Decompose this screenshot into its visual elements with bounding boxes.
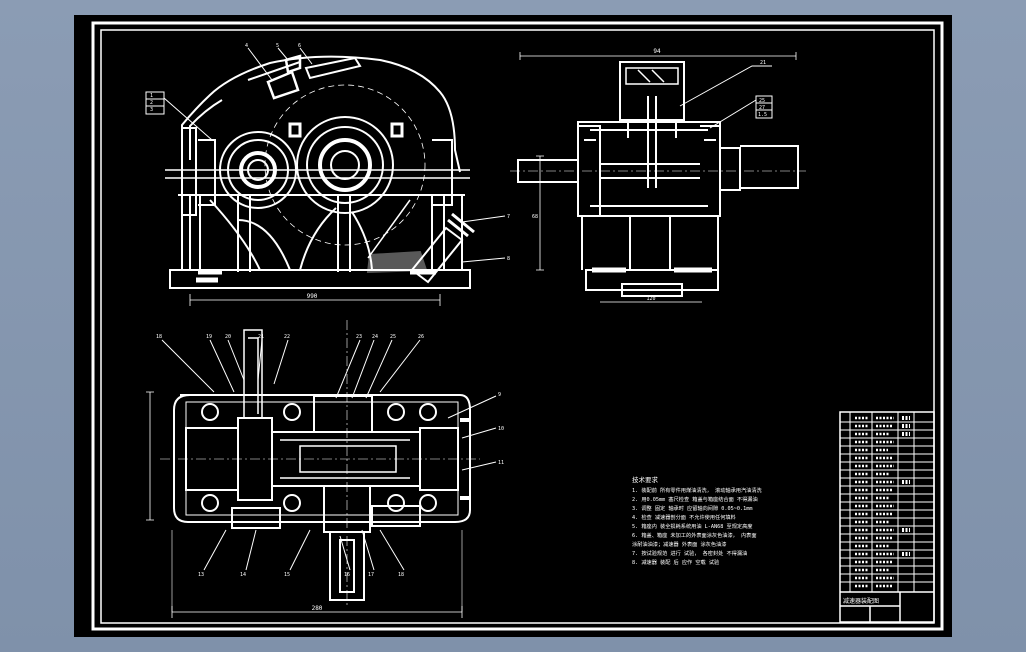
side-callout-1-5: 1.5 (758, 112, 767, 118)
side-view (510, 52, 806, 303)
notes-title: 技术要求 (632, 475, 659, 484)
svg-text:8. 减速器 装配 后 应作 空载 试验: 8. 减速器 装配 后 应作 空载 试验 (632, 558, 720, 566)
svg-text:13: 13 (198, 572, 204, 578)
side-height-dim: 68 (532, 214, 538, 220)
plan-view-callouts (161, 339, 497, 571)
svg-text:6. 箱盖、箱座 未加工的外表面涂灰色油漆， 内表面: 6. 箱盖、箱座 未加工的外表面涂灰色油漆， 内表面 (632, 531, 757, 539)
svg-text:3. 调整 固定 轴承时 应留轴向间隙 0.05~0.1mm: 3. 调整 固定 轴承时 应留轴向间隙 0.05~0.1mm (632, 504, 753, 512)
callout-6: 6 (298, 43, 301, 49)
svg-text:26: 26 (418, 334, 424, 340)
plan-top-labels: 18 19 20 21 22 23 24 25 26 (156, 334, 424, 340)
svg-text:16: 16 (344, 572, 350, 578)
side-callout-27: 27 (759, 105, 765, 111)
plan-bottom-labels: 13 14 15 16 17 18 (198, 572, 404, 578)
front-view (165, 54, 475, 306)
drawing-sheet (74, 15, 952, 637)
plan-right-labels: 9 10 11 (498, 392, 504, 466)
svg-text:11: 11 (498, 460, 504, 466)
svg-text:7. 按试验规范 进行 试验， 各密封处 不得漏油: 7. 按试验规范 进行 试验， 各密封处 不得漏油 (632, 549, 747, 557)
svg-text:23: 23 (356, 334, 362, 340)
callout-3: 3 (150, 107, 153, 113)
svg-text:21: 21 (258, 334, 264, 340)
svg-text:19: 19 (206, 334, 212, 340)
plan-width-dim: 280 (312, 605, 323, 612)
side-base-dim: 120 (646, 296, 655, 302)
svg-text:17: 17 (368, 572, 374, 578)
sheet-border (91, 21, 944, 631)
side-top-dim: 94 (653, 48, 661, 55)
callout-7: 7 (507, 214, 510, 220)
svg-text:14: 14 (240, 572, 246, 578)
svg-text:25: 25 (390, 334, 396, 340)
svg-text:9: 9 (498, 392, 501, 398)
front-width-dim: 990 (307, 293, 318, 300)
svg-text:2. 用0.05mm 塞尺检查 箱盖与箱座结合面 不得漏油: 2. 用0.05mm 塞尺检查 箱盖与箱座结合面 不得漏油 (632, 495, 758, 503)
callout-2: 2 (150, 100, 153, 106)
svg-text:22: 22 (284, 334, 290, 340)
callout-4: 4 (245, 43, 248, 49)
svg-text:18: 18 (398, 572, 404, 578)
callout-1: 1 (150, 93, 153, 99)
side-callout-25: 25 (759, 98, 765, 104)
svg-text:18: 18 (156, 334, 162, 340)
callout-5: 5 (276, 43, 279, 49)
side-view-callouts (679, 65, 773, 129)
svg-text:涂耐油油漆；减速器 外表面 涂灰色油漆: 涂耐油油漆；减速器 外表面 涂灰色油漆 (632, 540, 726, 548)
svg-text:24: 24 (372, 334, 378, 340)
svg-text:20: 20 (225, 334, 231, 340)
front-view-callouts (145, 47, 506, 263)
svg-text:5. 箱座内 装全损耗系统用油 L-AN68 至规定高度: 5. 箱座内 装全损耗系统用油 L-AN68 至规定高度 (632, 522, 752, 530)
title-block-label: 减速器装配图 (843, 597, 879, 605)
svg-text:15: 15 (284, 572, 290, 578)
technical-notes: 技术要求 1. 装配前 所有零件用煤油清洗， 滚动轴承用汽油清洗 2. 用0.0… (632, 475, 763, 566)
svg-text:1. 装配前 所有零件用煤油清洗， 滚动轴承用汽油清洗: 1. 装配前 所有零件用煤油清洗， 滚动轴承用汽油清洗 (632, 486, 763, 494)
side-callout-21: 21 (760, 60, 766, 66)
callout-8: 8 (507, 256, 510, 262)
parts-list (839, 411, 935, 623)
svg-text:4. 检查 减速器剖分面 不允许使用任何填料: 4. 检查 减速器剖分面 不允许使用任何填料 (632, 513, 736, 521)
parts-list-entries (855, 416, 910, 588)
svg-text:10: 10 (498, 426, 504, 432)
